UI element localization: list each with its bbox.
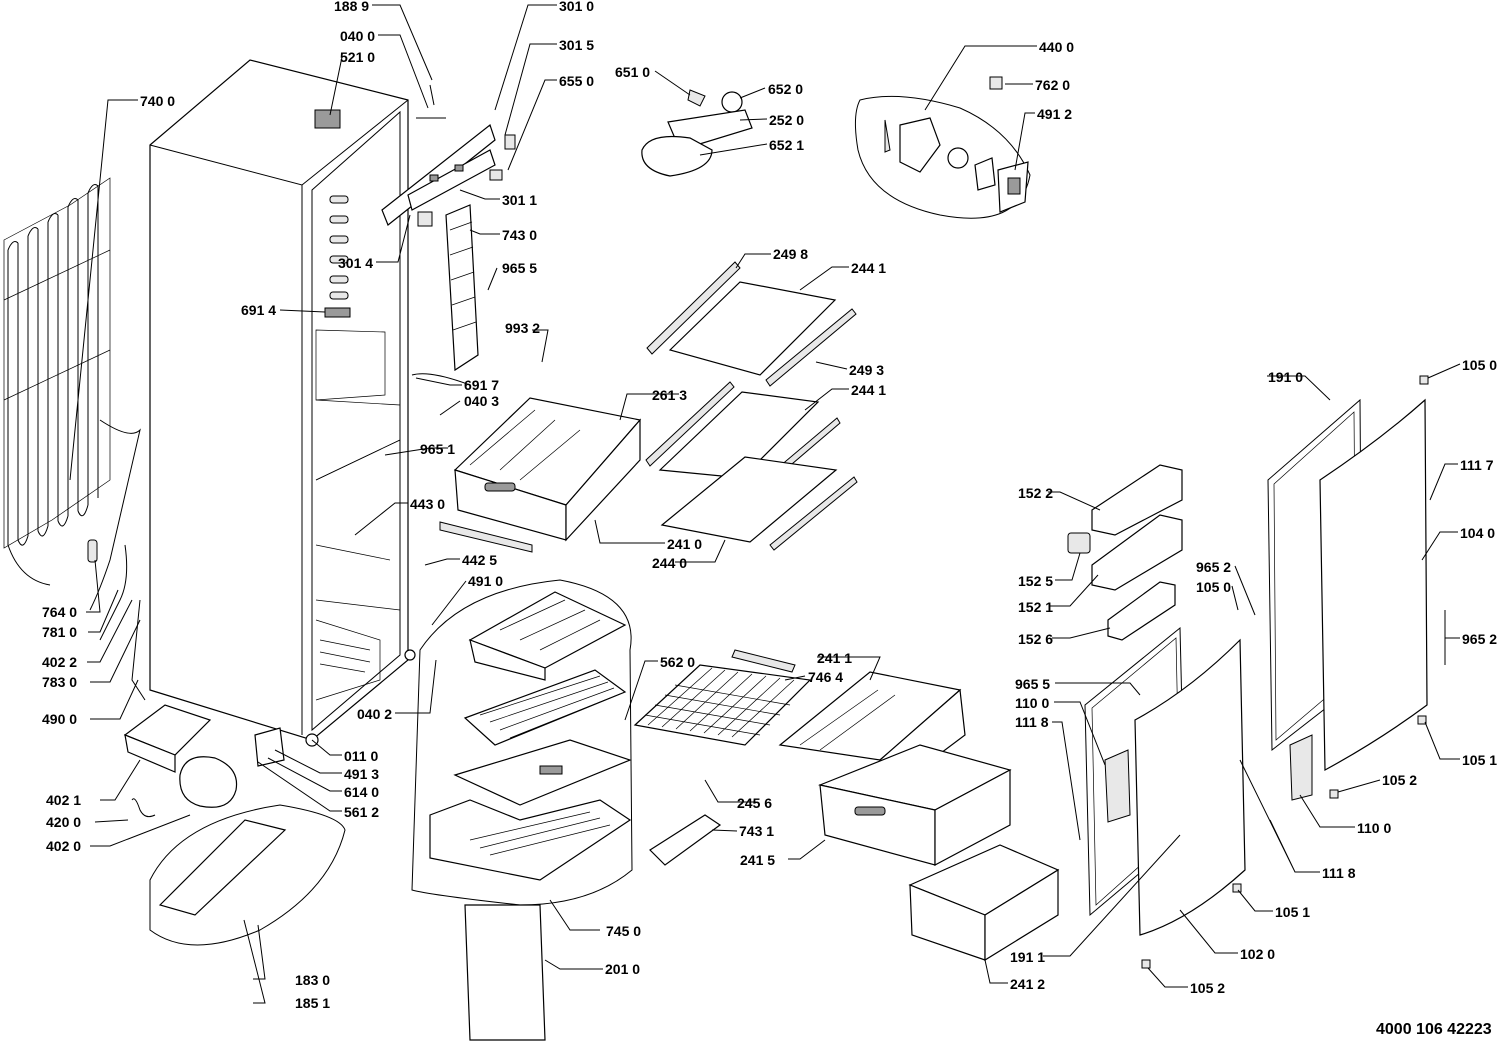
part-label: 185 1	[295, 995, 330, 1011]
part-label: 152 2	[1018, 485, 1053, 501]
part-label: 110 0	[1357, 820, 1391, 836]
part-label: 762 0	[1035, 77, 1070, 93]
part-label: 301 4	[338, 255, 373, 271]
door-balconies-drawing	[1067, 464, 1183, 641]
part-label: 040 0	[340, 28, 375, 44]
part-label: 443 0	[410, 496, 445, 512]
doors-drawing	[1084, 375, 1429, 969]
condenser-coil-drawing	[3, 177, 111, 586]
part-label: 993 2	[505, 320, 540, 336]
part-label: 040 2	[357, 706, 392, 722]
part-label: 261 3	[652, 387, 687, 403]
part-label: 691 4	[241, 302, 276, 318]
part-label: 651 0	[615, 64, 650, 80]
part-label: 652 1	[769, 137, 804, 153]
part-label: 442 5	[462, 552, 497, 568]
glass-shelves-drawing	[645, 261, 858, 551]
part-label: 040 3	[464, 393, 499, 409]
fan-group-drawing	[854, 76, 1031, 219]
part-label: 011 0	[344, 748, 378, 764]
part-label: 965 5	[502, 260, 537, 276]
freezer-drawers-drawing	[778, 671, 1060, 962]
part-label: 402 2	[42, 654, 77, 670]
part-label: 241 0	[667, 536, 702, 552]
part-label: 110 0	[1015, 695, 1049, 711]
part-label: 244 0	[652, 555, 687, 571]
control-panel-drawing	[381, 84, 516, 227]
part-label: 402 0	[46, 838, 81, 854]
part-label: 152 1	[1018, 599, 1053, 615]
part-label: 743 0	[502, 227, 537, 243]
part-label: 491 3	[344, 766, 379, 782]
leader-lines	[69, 4, 1461, 1004]
part-label: 965 1	[420, 441, 455, 457]
part-label: 743 1	[739, 823, 774, 839]
part-label: 746 4	[808, 669, 843, 685]
part-label: 440 0	[1039, 39, 1074, 55]
part-label: 201 0	[605, 961, 640, 977]
pipes-compressor-drawing	[87, 419, 346, 946]
part-label: 104 0	[1460, 525, 1495, 541]
evaporator-group-drawing	[411, 579, 633, 906]
part-label: 105 1	[1275, 904, 1310, 920]
part-label: 188 9	[334, 0, 369, 14]
part-label: 105 0	[1462, 357, 1497, 373]
part-label: 614 0	[344, 784, 379, 800]
part-label: 111 8	[1322, 865, 1356, 881]
document-number: 4000 106 42223	[1376, 1021, 1492, 1038]
part-label: 521 0	[340, 49, 375, 65]
part-label: 490 0	[42, 711, 77, 727]
part-label: 691 7	[464, 377, 499, 393]
part-label: 102 0	[1240, 946, 1275, 962]
part-label: 105 2	[1190, 980, 1225, 996]
upper-drawer-drawing	[439, 397, 642, 553]
part-label: 241 2	[1010, 976, 1045, 992]
part-labels: 188 9 040 0 521 0 740 0 301 0 301 5 655 …	[42, 0, 1497, 1011]
vertical-panel-drawing	[411, 204, 479, 386]
part-label: 491 0	[468, 573, 503, 589]
wire-shelf-drawing	[464, 649, 812, 1041]
part-label: 562 0	[660, 654, 695, 670]
part-label: 241 5	[740, 852, 775, 868]
part-label: 420 0	[46, 814, 81, 830]
part-label: 183 0	[295, 972, 330, 988]
part-label: 652 0	[768, 81, 803, 97]
part-label: 241 1	[817, 650, 852, 666]
part-label: 152 5	[1018, 573, 1053, 589]
part-label: 402 1	[46, 792, 81, 808]
part-label: 105 2	[1382, 772, 1417, 788]
part-label: 301 5	[559, 37, 594, 53]
cabinet-drawing	[149, 59, 416, 747]
part-label: 491 2	[1037, 106, 1072, 122]
lamp-thermostat-drawing	[641, 89, 753, 177]
part-label: 783 0	[42, 674, 77, 690]
part-label: 740 0	[140, 93, 175, 109]
part-label: 105 0	[1196, 579, 1231, 595]
part-label: 245 6	[737, 795, 772, 811]
part-label: 561 2	[344, 804, 379, 820]
part-label: 249 8	[773, 246, 808, 262]
part-label: 965 2	[1196, 559, 1231, 575]
part-label: 301 0	[559, 0, 594, 14]
part-label: 152 6	[1018, 631, 1053, 647]
part-label: 249 3	[849, 362, 884, 378]
part-label: 105 1	[1462, 752, 1497, 768]
part-drawings	[3, 59, 1429, 1041]
part-label: 111 7	[1460, 457, 1494, 473]
part-label: 781 0	[42, 624, 77, 640]
part-label: 655 0	[559, 73, 594, 89]
part-label: 764 0	[42, 604, 77, 620]
part-label: 244 1	[851, 382, 886, 398]
part-label: 965 5	[1015, 676, 1050, 692]
part-label: 191 1	[1010, 949, 1045, 965]
part-label: 191 0	[1268, 369, 1303, 385]
part-label: 965 2	[1462, 631, 1497, 647]
part-label: 252 0	[769, 112, 804, 128]
part-label: 111 8	[1015, 714, 1049, 730]
part-label: 301 1	[502, 192, 537, 208]
part-label: 244 1	[851, 260, 886, 276]
part-label: 745 0	[606, 923, 641, 939]
